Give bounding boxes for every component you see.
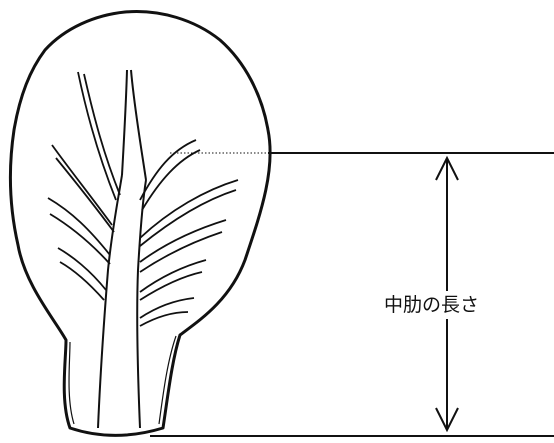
leaf-vein (130, 69, 147, 181)
leaf-vein (139, 311, 189, 327)
leaf-outline (9, 10, 272, 437)
leaf-vein (51, 144, 113, 226)
midrib (136, 179, 147, 429)
leaf-vein (47, 197, 111, 256)
leaf-vein (77, 71, 117, 201)
arrowhead-up-icon (435, 155, 459, 181)
leaf-vein (57, 247, 107, 291)
leaf-vein (55, 157, 115, 233)
leaf-vein (139, 179, 239, 239)
leaf-vein (139, 271, 203, 301)
leaf-outline-inner (158, 335, 177, 425)
midrib (97, 174, 123, 429)
leaf-vein (59, 261, 105, 301)
leaf-vein (139, 219, 227, 263)
leaf-vein (139, 139, 197, 201)
leaf-vein (83, 73, 121, 196)
leaf-vein (141, 149, 201, 211)
midrib-length-label: 中肋の長さ (380, 291, 484, 319)
leaf-vein (139, 297, 195, 319)
leaf-vein (139, 189, 237, 247)
leaf-vein (121, 69, 128, 176)
leaf-vein (139, 231, 223, 273)
leaf-outline-inner (68, 341, 75, 425)
arrowhead-down-icon (435, 407, 459, 433)
leaf-vein (49, 213, 111, 265)
leaf-vein (139, 259, 207, 293)
